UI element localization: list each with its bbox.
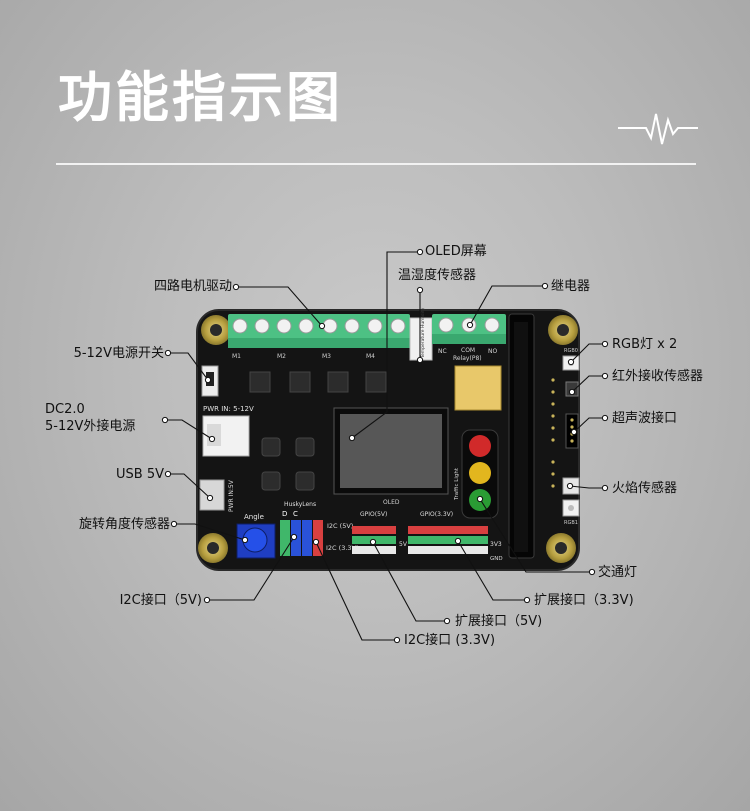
- label-flame: 火焰传感器: [612, 481, 678, 496]
- page-title: 功能指示图: [58, 66, 343, 129]
- label-relay: 继电器: [551, 279, 591, 294]
- relay-module: [454, 365, 502, 411]
- oled-screen: [333, 407, 449, 495]
- motor-label-2: M2: [277, 353, 286, 360]
- label-dc-line1: DC2.0: [45, 402, 85, 417]
- svg-text:Temperature Humidity: Temperature Humidity: [420, 307, 426, 359]
- power-switch: [201, 365, 219, 397]
- flame-sensor: [562, 477, 580, 495]
- inductor-4: [295, 471, 315, 491]
- pwr-in-silk: PWR IN: 5-12V: [203, 405, 254, 413]
- motor-driver-chip-3: [327, 371, 349, 393]
- ir-receiver: [565, 381, 579, 397]
- relay-terminal-block: [432, 314, 506, 344]
- gpio-33v-silk: GPIO(3.3V): [420, 511, 453, 518]
- mounting-hole-bl: [198, 533, 228, 563]
- rail-5v-silk: 5V: [399, 541, 408, 548]
- label-oled: OLED屏幕: [425, 244, 487, 259]
- rgb0-silk: RGB0: [564, 348, 578, 354]
- label-power-switch: 5-12V电源开关: [73, 346, 164, 361]
- motor-driver-chip-4: [365, 371, 387, 393]
- ultrasonic-connector: [565, 413, 579, 449]
- mounting-hole-tr: [548, 315, 578, 345]
- label-motor-driver: 四路电机驱动: [153, 279, 232, 294]
- relay-silk-nc: NC: [438, 348, 447, 355]
- gnd-silk: GND: [490, 556, 503, 562]
- motor-label-4: M4: [366, 353, 375, 360]
- traffic-light-silk: Traffic Light: [454, 467, 460, 501]
- label-ir-receiver: 红外接收传感器: [612, 369, 704, 384]
- inductor-1: [261, 437, 281, 457]
- gpio-5v-silk: GPIO(5V): [360, 511, 387, 518]
- label-rgb: RGB灯 x 2: [612, 337, 678, 352]
- relay-silk-name: Relay(P8): [453, 355, 482, 362]
- rgb1-silk: RGB1: [564, 520, 578, 526]
- title-divider: [56, 163, 696, 165]
- angle-potentiometer: [236, 523, 276, 559]
- motor-label-1: M1: [232, 353, 241, 360]
- label-ext-5v: 扩展接口（5V): [455, 614, 543, 629]
- i2c-5v-silk: I2C (5V): [327, 522, 353, 530]
- label-ext-33v: 扩展接口（3.3V): [534, 593, 634, 608]
- heartbeat-icon: [618, 113, 698, 145]
- mounting-hole-br: [546, 533, 576, 563]
- motor-label-3: M3: [322, 353, 331, 360]
- rgb-led-0: [562, 355, 580, 371]
- inductor-3: [261, 471, 281, 491]
- huskylens-pin-c: C: [293, 510, 298, 518]
- rail-33v-silk: 3V3: [490, 541, 502, 548]
- huskylens-silk: HuskyLens: [284, 501, 316, 508]
- oled-silk: OLED: [383, 499, 400, 506]
- label-angle-sensor: 旋转角度传感器: [78, 517, 170, 532]
- inductor-2: [295, 437, 315, 457]
- traffic-light: [461, 429, 499, 519]
- rgb-led-1: [562, 499, 580, 517]
- relay-silk-com: COM: [461, 347, 475, 354]
- pwr-in-5v-silk: PWR IN:5V: [228, 479, 235, 512]
- motor-driver-chip-2: [289, 371, 311, 393]
- label-i2c-5v: I2C接口（5V): [119, 593, 202, 608]
- mounting-hole-tl: [201, 315, 231, 345]
- usb-port: [199, 479, 225, 511]
- label-traffic-light: 交通灯: [598, 565, 638, 580]
- label-temp-humidity: 温湿度传感器: [398, 268, 477, 283]
- label-usb: USB 5V: [116, 467, 164, 482]
- relay-silk-no: NO: [488, 348, 497, 355]
- gpio-5v-header: [352, 526, 396, 554]
- label-ultrasonic: 超声波接口: [612, 411, 678, 426]
- motor-driver-chip-1: [249, 371, 271, 393]
- motor-terminal-block: [228, 314, 410, 348]
- gpio-33v-header: [408, 526, 488, 554]
- label-i2c-33v: I2C接口 (3.3V): [404, 633, 496, 648]
- huskylens-pin-d: D: [282, 510, 287, 518]
- angle-silk: Angle: [244, 513, 264, 521]
- label-dc-line2: 5-12V外接电源: [45, 419, 136, 434]
